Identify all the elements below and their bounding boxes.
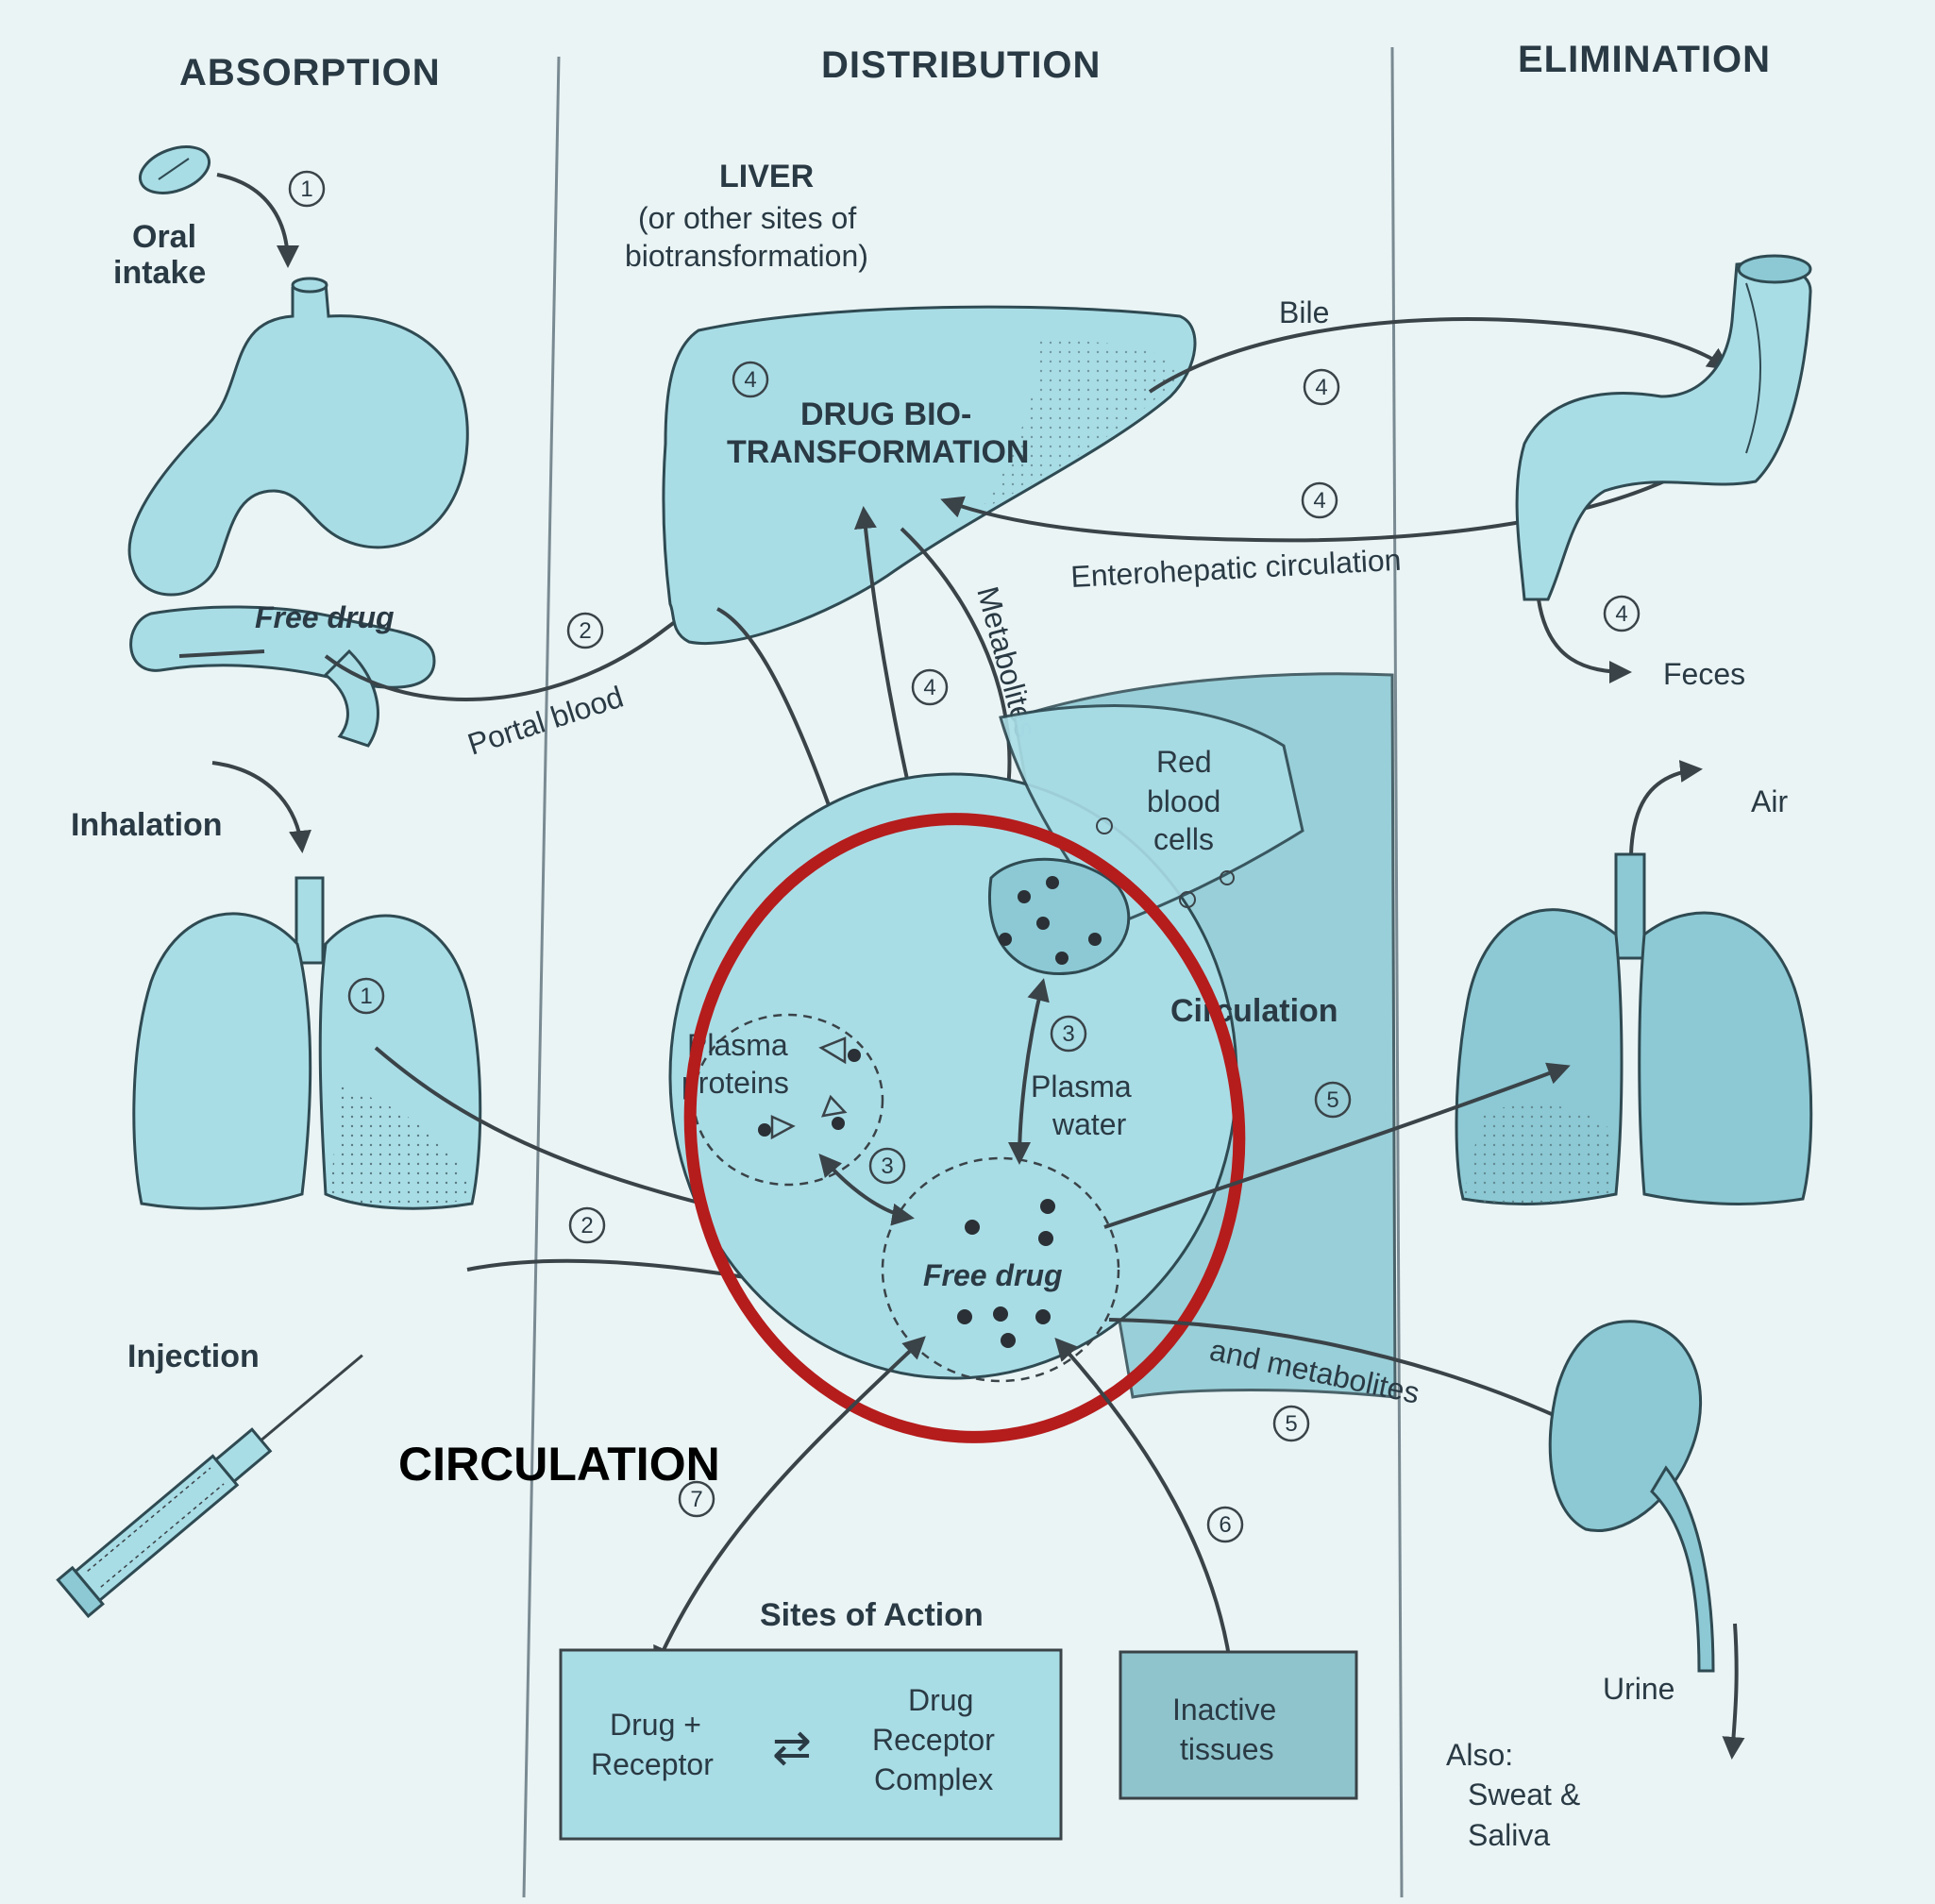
urine-label: Urine xyxy=(1603,1672,1674,1706)
oral-intake-label-2: intake xyxy=(113,255,206,291)
rbc-label-1: Red xyxy=(1156,745,1212,779)
complex-label-2: Receptor xyxy=(872,1723,995,1757)
complex-label-3: Complex xyxy=(874,1762,993,1796)
injection-label: Injection xyxy=(127,1339,260,1374)
drug-receptor-label-2: Receptor xyxy=(591,1747,714,1781)
circulation-free-drug-label: Free drug xyxy=(923,1258,1063,1292)
oral-intake-label-1: Oral xyxy=(132,219,196,255)
air-label: Air xyxy=(1751,784,1788,818)
sites-of-action-title: Sites of Action xyxy=(760,1597,984,1633)
feces-label: Feces xyxy=(1663,657,1745,691)
svg-text:7: 7 xyxy=(690,1487,702,1512)
bile-label: Bile xyxy=(1279,295,1329,329)
rbc-label-3: cells xyxy=(1153,822,1214,856)
also-label-2: Sweat & xyxy=(1468,1778,1580,1811)
also-label-3: Saliva xyxy=(1468,1818,1550,1852)
liver-subtitle-2: biotransformation) xyxy=(625,239,868,273)
inactive-label-2: tissues xyxy=(1180,1732,1274,1766)
also-label-1: Also: xyxy=(1446,1738,1513,1772)
liver-subtitle-1: (or other sites of xyxy=(638,201,856,235)
svg-text:4: 4 xyxy=(1313,488,1325,514)
absorption-free-drug-label: Free drug xyxy=(255,600,395,634)
equilibrium-icon: ⇄ xyxy=(772,1721,812,1774)
circulation-label: Circulation xyxy=(1170,993,1338,1029)
svg-text:4: 4 xyxy=(744,367,756,393)
circulation-callout: CIRCULATION xyxy=(398,1438,720,1491)
liver-process-1: DRUG BIO- xyxy=(800,396,971,432)
complex-label-1: Drug xyxy=(908,1683,973,1717)
svg-text:6: 6 xyxy=(1219,1512,1231,1538)
liver-title: LIVER xyxy=(719,159,814,194)
svg-text:3: 3 xyxy=(881,1154,893,1179)
svg-text:5: 5 xyxy=(1285,1411,1297,1437)
svg-text:1: 1 xyxy=(300,177,312,202)
plasma-water-label-2: water xyxy=(1052,1107,1127,1141)
svg-text:5: 5 xyxy=(1326,1087,1338,1113)
svg-text:3: 3 xyxy=(1062,1021,1074,1047)
inhalation-label: Inhalation xyxy=(71,807,223,843)
plasma-water-label-1: Plasma xyxy=(1031,1070,1132,1104)
header-distribution: DISTRIBUTION xyxy=(821,44,1101,86)
rbc-label-2: blood xyxy=(1147,784,1220,818)
svg-text:4: 4 xyxy=(1615,601,1627,627)
inactive-label-1: Inactive xyxy=(1172,1693,1276,1727)
svg-text:2: 2 xyxy=(580,1213,593,1238)
svg-text:4: 4 xyxy=(1315,375,1327,400)
svg-text:1: 1 xyxy=(360,984,372,1009)
liver-process-2: TRANSFORMATION xyxy=(727,434,1029,470)
svg-text:2: 2 xyxy=(579,618,591,644)
svg-text:4: 4 xyxy=(923,675,935,700)
header-absorption: ABSORPTION xyxy=(179,52,441,93)
header-elimination: ELIMINATION xyxy=(1518,39,1771,80)
drug-receptor-label-1: Drug + xyxy=(610,1708,701,1742)
